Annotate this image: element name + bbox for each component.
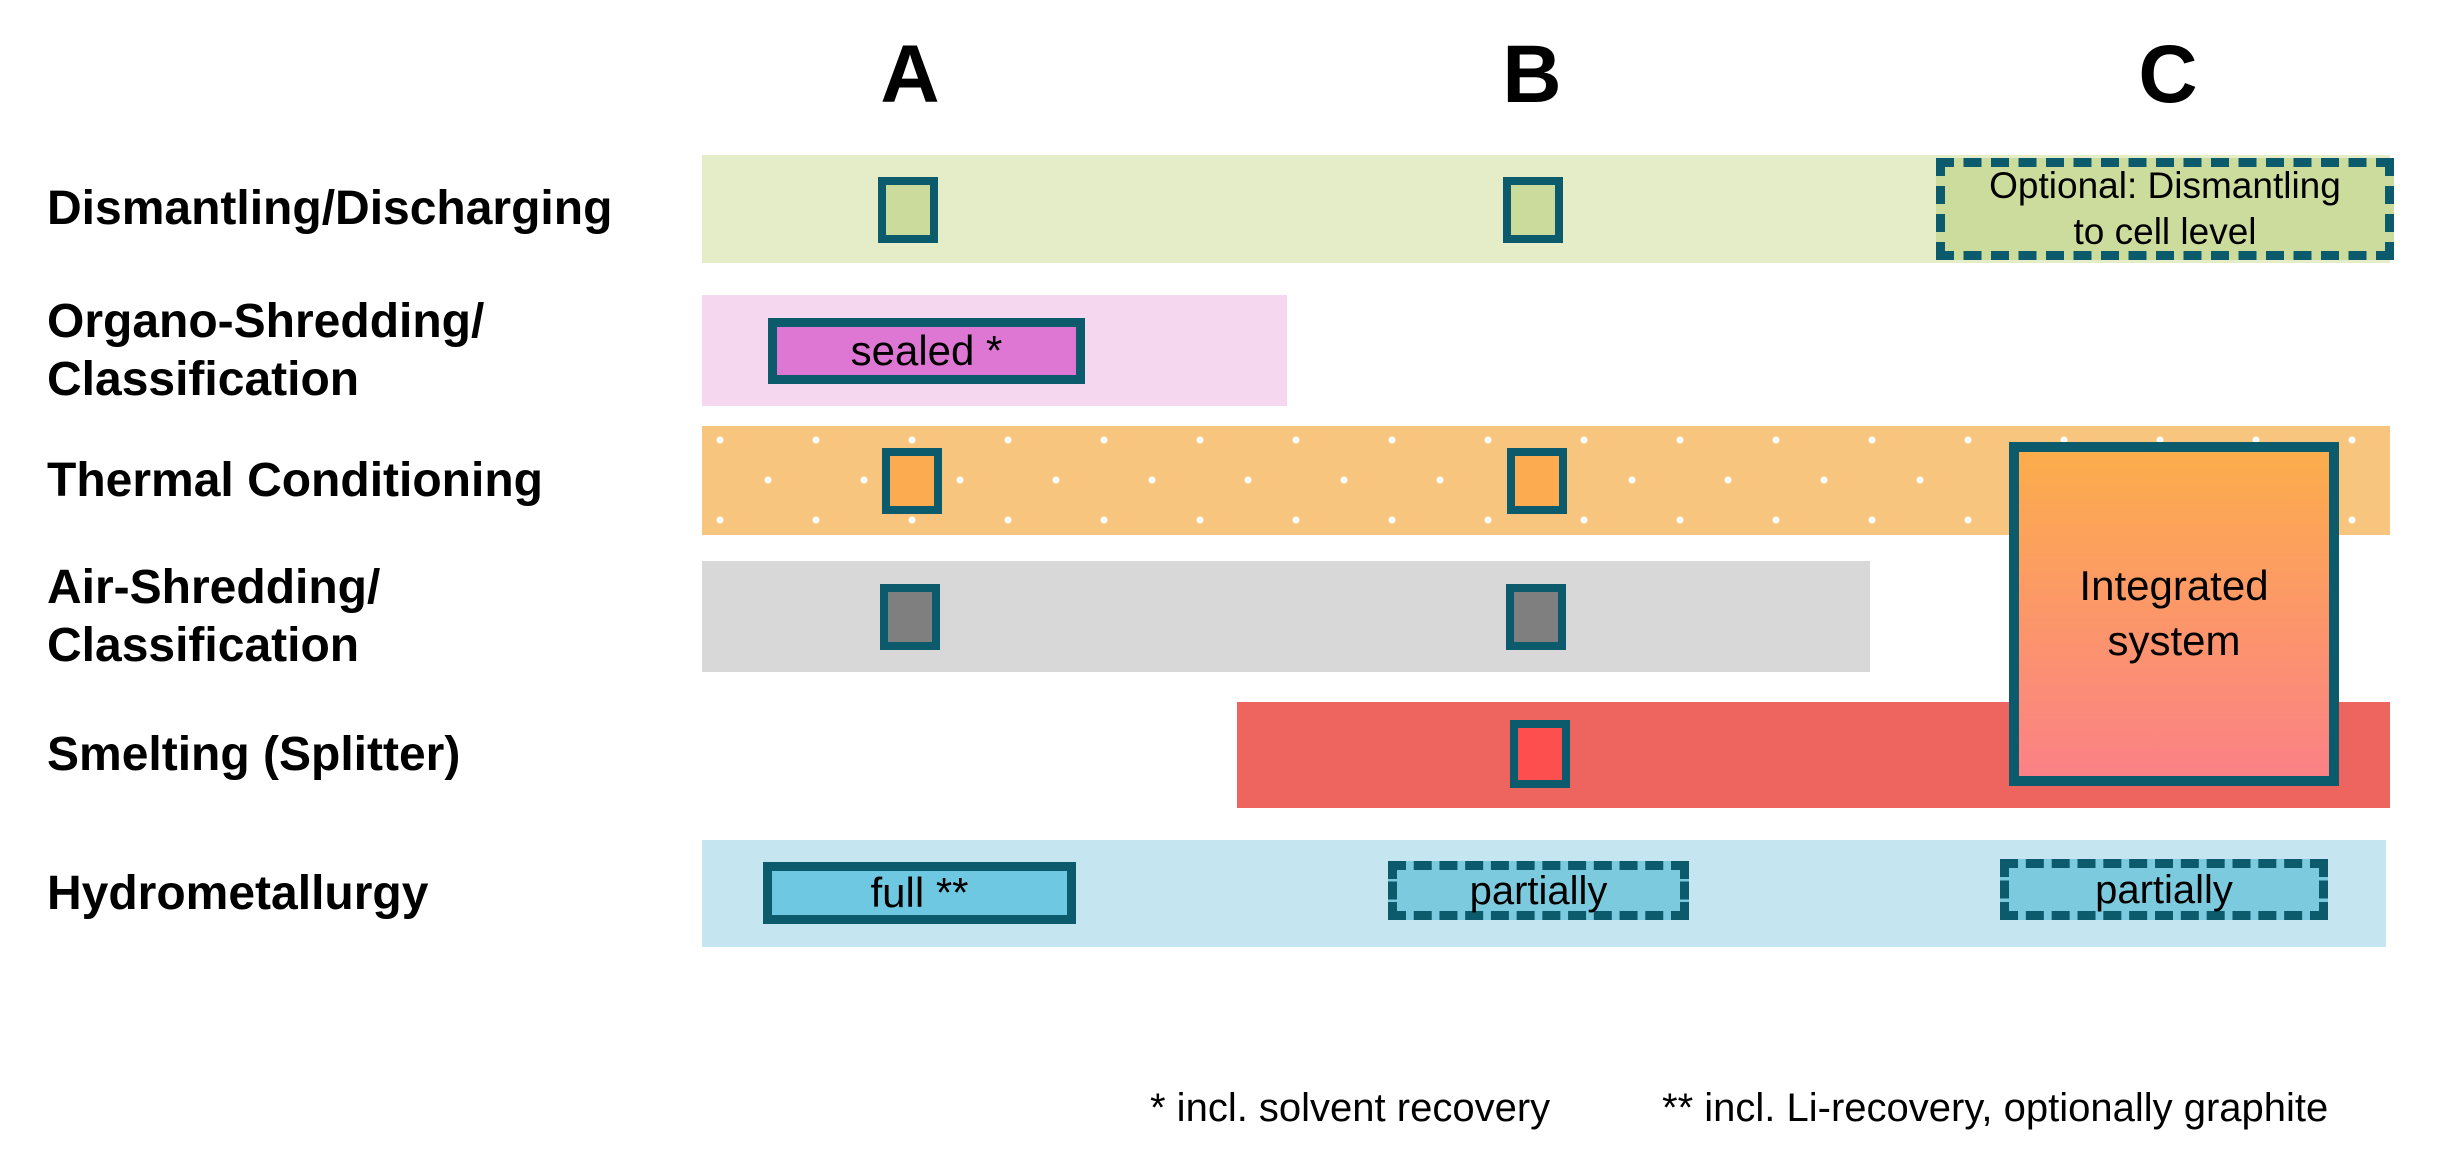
row-label-air-shredding: Air-Shredding/ Classification xyxy=(47,561,692,672)
optional-dismantling-box: Optional: Dismantling to cell level xyxy=(1936,158,2394,260)
footnote-li-recovery: ** incl. Li-recovery, optionally graphit… xyxy=(1662,1086,2329,1130)
integrated-box-line1: Integrated xyxy=(2079,562,2269,610)
marker-square-dismantling-b xyxy=(1503,177,1563,243)
row-label-line2: Classification xyxy=(47,618,360,672)
marker-square-air-a xyxy=(880,584,940,650)
column-header-b: B xyxy=(1502,29,1562,120)
marker-square-thermal-a xyxy=(882,448,942,514)
row-label-text: Hydrometallurgy xyxy=(47,866,429,920)
integrated-box-line2: system xyxy=(2107,617,2241,664)
sealed-box-label: sealed * xyxy=(850,326,1003,374)
marker-square-thermal-b xyxy=(1507,448,1567,514)
row-label-text: Thermal Conditioning xyxy=(47,453,543,507)
row-label-organo-shredding: Organo-Shredding/ Classification xyxy=(47,295,692,406)
optional-box-line2: to cell level xyxy=(2073,211,2257,252)
band-air-shredding xyxy=(702,561,1870,672)
row-label-dismantling-discharging: Dismantling/Discharging xyxy=(47,155,692,263)
row-label-line1: Organo-Shredding/ xyxy=(47,294,485,348)
row-label-line1: Air-Shredding/ xyxy=(47,560,381,614)
row-label-text: Smelting (Splitter) xyxy=(47,728,461,782)
footnote-solvent-recovery: * incl. solvent recovery xyxy=(1150,1086,1551,1130)
hydrometallurgy-partially-box-c: partially xyxy=(2000,859,2328,920)
partially-box-label: partially xyxy=(2095,867,2233,912)
full-box-label: full ** xyxy=(870,868,969,916)
partially-box-label: partially xyxy=(1469,868,1608,913)
marker-square-smelting-b xyxy=(1510,720,1570,788)
marker-square-dismantling-a xyxy=(878,177,938,243)
column-header-a: A xyxy=(880,29,940,120)
integrated-system-box: Integrated system xyxy=(2009,442,2339,786)
sealed-box: sealed * xyxy=(768,318,1085,384)
row-label-text: Dismantling/Discharging xyxy=(47,182,613,236)
row-label-line2: Classification xyxy=(47,352,360,406)
column-header-c: C xyxy=(2138,29,2198,120)
optional-box-line1: Optional: Dismantling xyxy=(1989,164,2341,206)
hydrometallurgy-partially-box-b: partially xyxy=(1388,861,1689,920)
marker-square-air-b xyxy=(1506,584,1566,650)
row-label-thermal-conditioning: Thermal Conditioning xyxy=(47,426,692,535)
row-label-smelting-splitter: Smelting (Splitter) xyxy=(47,702,692,808)
row-label-hydrometallurgy: Hydrometallurgy xyxy=(47,840,692,947)
hydrometallurgy-full-box: full ** xyxy=(763,862,1076,924)
